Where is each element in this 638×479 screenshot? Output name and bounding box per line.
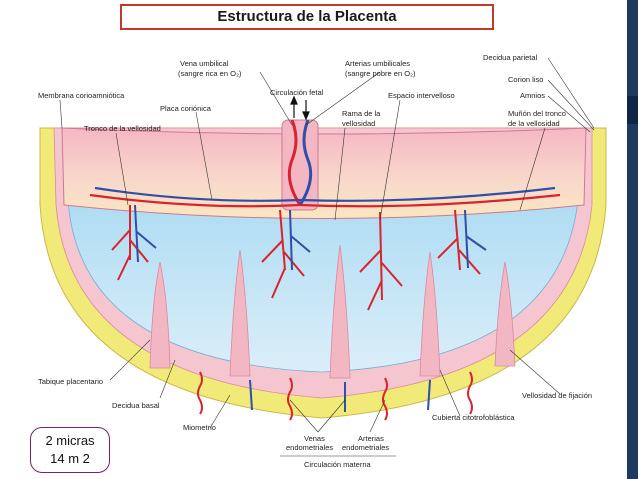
label-munon: Muñón del tronco: [508, 109, 566, 118]
label-cubierta: Cubierta citotrofoblástica: [432, 413, 515, 422]
label-miometrio: Miometrio: [183, 423, 216, 432]
label-placa-corionica: Placa coriónica: [160, 104, 212, 113]
note-line-2: 14 m 2: [31, 450, 109, 468]
label-rama: Rama de la: [342, 109, 381, 118]
label-membrana: Membrana corioamniótica: [38, 91, 125, 100]
label-tabique: Tabique placentario: [38, 377, 103, 386]
sidebar-accent: [627, 96, 638, 124]
label-munon-sub: de la vellosidad: [508, 119, 560, 128]
label-arterias-umbilicales-sub: (sangre pobre en O₂): [345, 69, 416, 78]
label-venas: Venas: [304, 434, 325, 443]
label-amnios: Amnios: [520, 91, 545, 100]
label-espacio-intervelloso: Espacio intervelloso: [388, 91, 455, 100]
label-vellosidad-fijacion: Vellosidad de fijación: [522, 391, 592, 400]
label-circulacion-materna: Circulación materna: [304, 460, 372, 469]
label-arterias-umbilicales: Arterias umbilicales: [345, 59, 410, 68]
label-vena-umbilical: Vena umbilical: [180, 59, 229, 68]
label-decidua-basal: Decidua basal: [112, 401, 160, 410]
slide-sidebar: [627, 0, 638, 479]
label-arterias-sub: endometriales: [342, 443, 389, 452]
label-vena-umbilical-sub: (sangre rica en O₂): [178, 69, 242, 78]
label-arterias: Arterias: [358, 434, 384, 443]
label-venas-sub: endometriales: [286, 443, 333, 452]
label-decidua-parietal: Decidua parietal: [483, 53, 538, 62]
note-box: 2 micras 14 m 2: [30, 427, 110, 473]
label-circulacion-fetal: Circulación fetal: [270, 88, 324, 97]
label-rama-sub: vellosidad: [342, 119, 375, 128]
umbilical-cord: [282, 120, 318, 210]
label-tronco: Tronco de la vellosidad: [84, 124, 161, 133]
note-line-1: 2 micras: [31, 432, 109, 450]
label-corion-liso: Corion liso: [508, 75, 543, 84]
fetal-circulation-arrows: [291, 97, 309, 119]
